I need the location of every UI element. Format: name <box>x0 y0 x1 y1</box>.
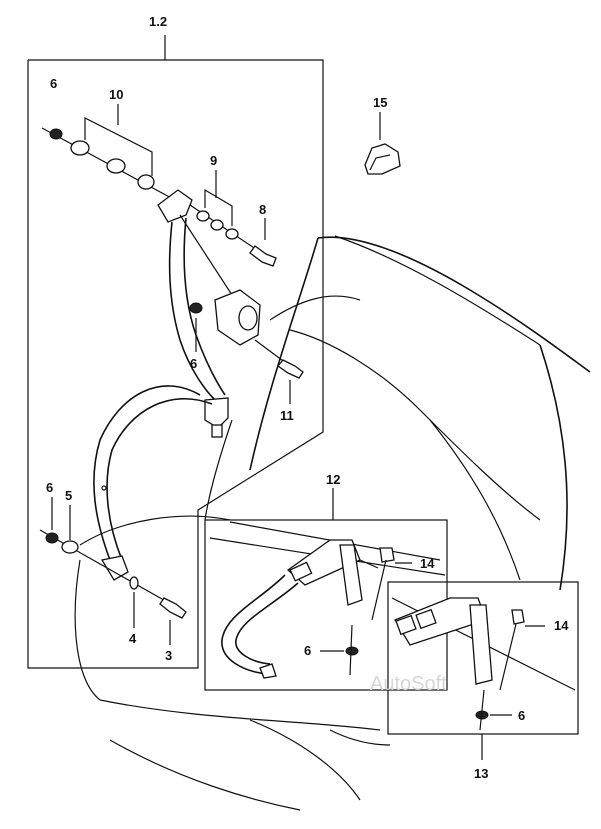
callout-10: 10 <box>109 87 123 102</box>
bolt-8 <box>249 245 277 267</box>
callout-5: 5 <box>65 488 72 503</box>
callout-11: 11 <box>280 408 294 423</box>
callout-8: 8 <box>259 202 266 217</box>
assembly-label: 1.2 <box>149 14 167 29</box>
buckle-tongue <box>204 397 229 429</box>
callout-6-lower: 6 <box>46 480 53 495</box>
washer-6-mid <box>189 302 203 314</box>
lower-anchor-plate <box>100 555 129 581</box>
callout-13: 13 <box>474 766 488 781</box>
spacer-10a <box>70 140 90 156</box>
upper-anchor-bracket <box>157 189 193 223</box>
spacer-10c <box>137 174 155 190</box>
callout-3: 3 <box>165 648 172 663</box>
detail-box-12 <box>204 488 448 691</box>
watermark: AutoSoft <box>370 673 447 695</box>
callout-12: 12 <box>326 472 340 487</box>
callout-6-mid: 6 <box>190 356 197 371</box>
upper-anchor-hardware <box>41 104 176 201</box>
lower-anchor-hardware <box>39 497 187 645</box>
spacer-4 <box>129 576 139 590</box>
callout-6-box12: 6 <box>304 643 311 658</box>
mid-anchor-hardware <box>189 170 304 404</box>
bolt-14-box12 <box>379 547 395 563</box>
detail-box-13 <box>387 581 579 760</box>
callout-9: 9 <box>210 153 217 168</box>
belt-retractor <box>93 189 261 581</box>
washer-6-top <box>49 128 63 140</box>
bolt-11 <box>277 359 304 379</box>
callout-4: 4 <box>129 631 137 646</box>
callout-15: 15 <box>373 95 387 110</box>
bolt-3 <box>159 597 187 619</box>
retractor-body <box>214 289 261 346</box>
assembly-frame <box>27 35 324 669</box>
spacer-10b <box>106 158 126 174</box>
seat-outline <box>74 235 591 811</box>
callout-6-top: 6 <box>50 76 57 91</box>
cover-15 <box>364 112 401 175</box>
callout-14-box12: 14 <box>420 556 435 571</box>
bolt-14-box13 <box>511 609 525 625</box>
callout-6-box13: 6 <box>518 708 525 723</box>
callout-14-box13: 14 <box>554 618 569 633</box>
